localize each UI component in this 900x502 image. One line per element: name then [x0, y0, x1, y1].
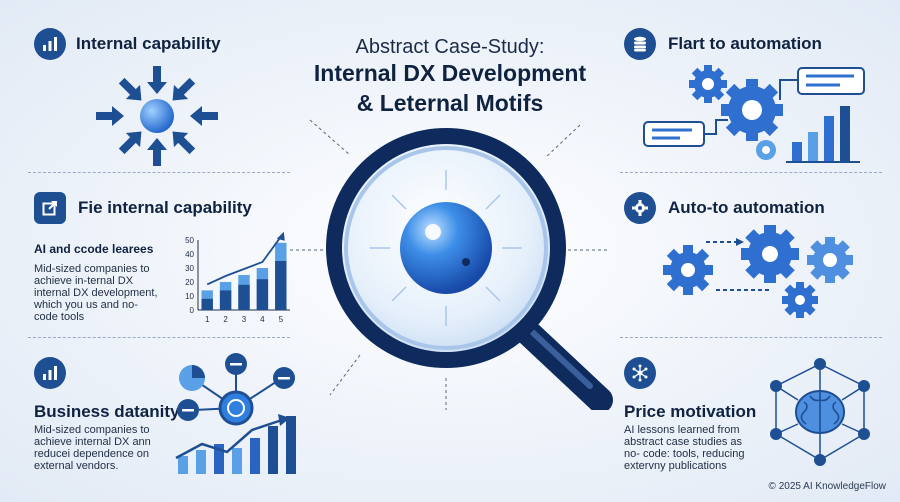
bar: [201, 298, 213, 310]
divider: [28, 172, 290, 173]
section-heading-price-motivation: Price motivation: [624, 402, 757, 421]
section-body: Mid-sized companies to achieve in-ternal…: [34, 263, 158, 323]
divider: [28, 337, 290, 338]
trend-line: [206, 236, 282, 286]
network-icon: [624, 357, 656, 389]
bar-chart-icon: [34, 28, 66, 60]
y-tick-label: 30: [185, 264, 194, 273]
copyright: © 2025 AI KnowledgeFlow: [768, 481, 886, 492]
section-heading-fie-internal-capability: Fie internal capability: [78, 198, 252, 217]
y-tick-label: 40: [185, 250, 194, 259]
title-line-2: Internal DX Development: [313, 60, 587, 86]
bar-chart: 0 10 20 30 40 50 1 2 3 4 5: [185, 232, 290, 324]
x-tick-label: 5: [279, 315, 284, 324]
bar: [219, 290, 232, 310]
section-heading-internal-capability: Internal capability: [76, 34, 221, 53]
y-tick-label: 0: [190, 306, 195, 315]
x-tick-label: 3: [242, 315, 247, 324]
x-tick-label: 2: [223, 315, 228, 324]
bar: [275, 261, 287, 310]
gear-icon: [624, 192, 656, 224]
divider: [620, 337, 882, 338]
external-link-icon: [34, 192, 66, 224]
section-body: AI lessons learned from abstract case st…: [624, 424, 745, 472]
bar-chart-icon: [34, 357, 66, 389]
converging-arrows-illustration: [96, 66, 218, 166]
database-icon: [624, 28, 656, 60]
trend-arrow-head: [276, 232, 285, 241]
y-tick-label: 50: [185, 236, 194, 245]
section-heading-business-datanity: Business datanity: [34, 402, 180, 421]
title-line-3: & Leternal Motifs: [356, 90, 544, 116]
bar: [256, 279, 269, 310]
section-heading-auto-to-automation: Auto-to automation: [668, 198, 825, 217]
magnifier-illustration: [290, 119, 613, 410]
section-subheading: AI and ccode learees: [34, 242, 154, 256]
brain-network-illustration: [770, 358, 870, 466]
y-tick-label: 20: [185, 278, 194, 287]
x-tick-label: 1: [205, 315, 210, 324]
section-heading-flart-to-automation: Flart to automation: [668, 34, 822, 53]
divider: [620, 172, 882, 173]
gear-chain-illustration: [663, 225, 853, 318]
title-line-1: Abstract Case-Study:: [355, 36, 545, 58]
automation-gears-illustration: [643, 65, 865, 163]
x-tick-label: 4: [260, 315, 265, 324]
bar: [238, 284, 250, 310]
y-tick-label: 10: [185, 292, 194, 301]
trend-network-illustration: [175, 353, 296, 474]
section-body: Mid-sized companies to achieve internal …: [34, 424, 151, 472]
